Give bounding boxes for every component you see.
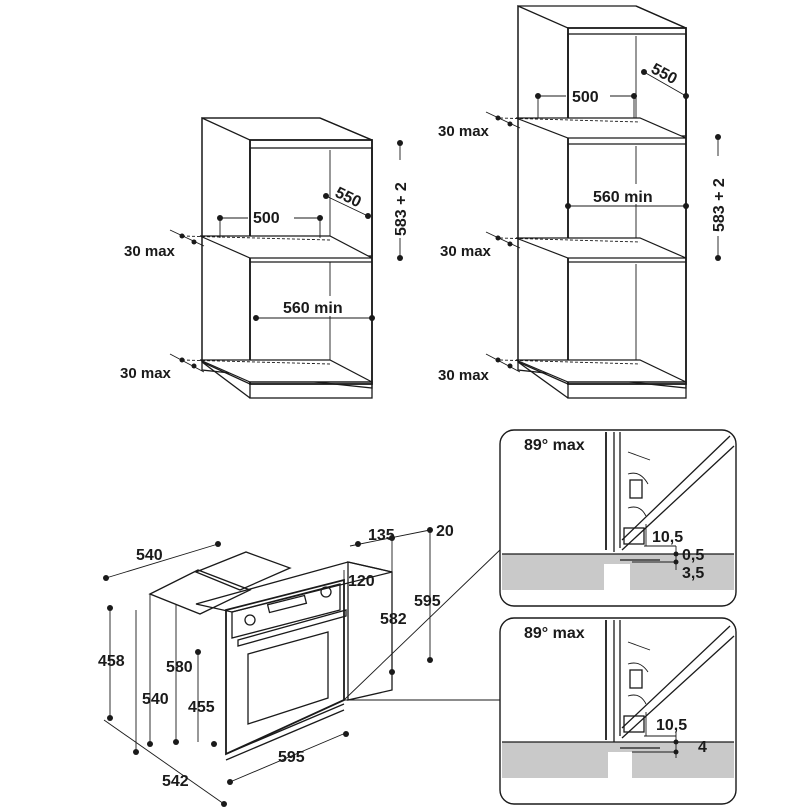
- detail-bottom-offset: 4: [698, 739, 707, 756]
- cabinet-left-max-top: 30 max: [124, 243, 176, 260]
- oven-dim-20: 20: [436, 523, 454, 540]
- detail-top-angle: 89° max: [524, 437, 585, 454]
- detail-top-offset-b: 3,5: [682, 565, 704, 582]
- oven-dim-542: 542: [162, 773, 189, 790]
- cabinet-right-height: 583 + 2: [711, 178, 728, 232]
- oven-drawing: 540 135 20 120 582 595 458 580: [98, 523, 503, 807]
- detail-top-gap: 10,5: [652, 529, 683, 546]
- detail-bottom-gap: 10,5: [656, 717, 687, 734]
- cabinet-left-width: 500: [253, 210, 280, 227]
- detail-top-offset-a: 0,5: [682, 547, 704, 564]
- cabinet-left-min: 560 min: [283, 300, 343, 317]
- oven-dim-595-w: 595: [278, 749, 305, 766]
- oven-knob-left-icon: [244, 614, 256, 626]
- detail-panel-top: 89° max 10,5 0,5 3,5: [499, 429, 737, 607]
- oven-dim-595-v: 595: [414, 593, 441, 610]
- oven-dim-455: 455: [188, 699, 215, 716]
- oven-dim-582: 582: [380, 611, 407, 628]
- oven-dim-458: 458: [98, 653, 125, 670]
- cabinet-left: 500 550 583 + 2 560 min 30 max 30 max: [120, 116, 410, 399]
- cabinet-left-max-bottom: 30 max: [120, 365, 172, 382]
- cabinet-right: 500 550 583 + 2 560 min 30 max 30 max 30…: [438, 5, 728, 399]
- oven-dim-540: 540: [142, 691, 169, 708]
- detail-panel-bottom: 89° max 10,5 4: [499, 617, 737, 805]
- detail-bottom-angle: 89° max: [524, 625, 585, 642]
- oven-depth-top: 540: [136, 547, 163, 564]
- cabinet-right-max-bottom: 30 max: [438, 367, 490, 384]
- oven-dim-120: 120: [348, 573, 375, 590]
- cabinet-right-min: 560 min: [593, 189, 653, 206]
- oven-dim-135: 135: [368, 527, 395, 544]
- oven-dim-580: 580: [166, 659, 193, 676]
- cabinet-right-max-middle: 30 max: [440, 243, 492, 260]
- cabinet-right-depth: 550: [648, 61, 680, 89]
- cabinet-left-height: 583 + 2: [393, 182, 410, 236]
- cabinet-right-max-upper: 30 max: [438, 123, 490, 140]
- cabinet-left-depth: 550: [332, 184, 364, 211]
- cabinet-right-width: 500: [572, 89, 599, 106]
- oven-knob-right-icon: [320, 586, 332, 598]
